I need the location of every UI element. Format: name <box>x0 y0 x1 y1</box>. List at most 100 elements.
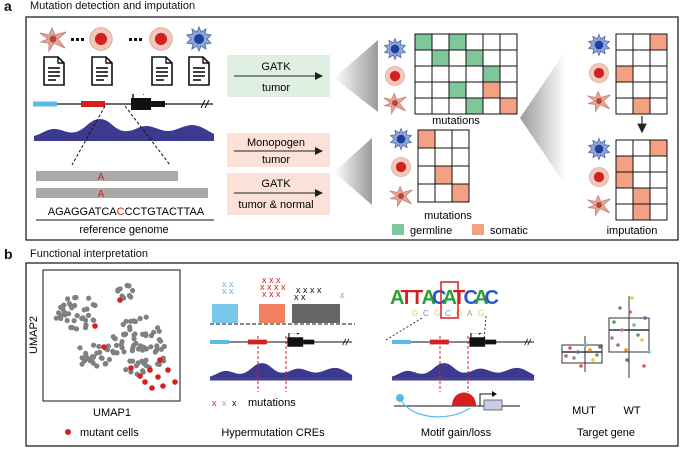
tumor-cell-icon <box>589 167 609 187</box>
gatk-tumor-line2: tumor <box>262 82 290 94</box>
mutant-point <box>117 297 123 303</box>
motif-letter: A <box>390 287 404 309</box>
umap-point <box>79 315 85 321</box>
matrix-cell <box>417 183 436 203</box>
svg-text:x x: x x <box>294 292 306 302</box>
matrix-cell <box>482 65 501 83</box>
immune-cell-icon <box>588 138 610 160</box>
box-point <box>610 336 614 340</box>
tumor-cell-icon <box>89 27 113 51</box>
motif-minor-letter: G <box>478 309 484 318</box>
motif-minor-letter: C <box>445 309 451 318</box>
gatk-tn-line2: tumor & normal <box>238 199 313 211</box>
umap-point <box>58 313 64 319</box>
matrix-cell <box>434 165 453 185</box>
coverage-track <box>34 119 214 141</box>
matrix-cell <box>434 129 453 149</box>
matrix-cell <box>632 155 651 173</box>
matrix-cell <box>649 81 668 99</box>
svg-text:x x x: x x x <box>262 275 281 285</box>
umap-point <box>96 343 102 350</box>
svg-text:x x: x x <box>222 286 234 296</box>
umap-point <box>110 334 116 340</box>
umap-frame <box>42 269 181 402</box>
box-point <box>625 358 629 362</box>
legend-somatic: somatic <box>490 225 528 237</box>
boxplot-points <box>564 296 651 368</box>
umap-point <box>91 342 97 348</box>
reference-genome-label: reference genome <box>79 224 168 236</box>
motif-minor-letter: G <box>434 309 440 318</box>
mutant-point <box>165 367 171 373</box>
hypermutation-label: Hypermutation CREs <box>221 427 325 439</box>
matrix-cell <box>499 49 518 67</box>
umap-point <box>121 349 127 355</box>
umap-point <box>72 302 78 309</box>
mutant-point <box>137 373 143 379</box>
matrix-cell <box>434 183 453 203</box>
umap-point <box>123 331 129 337</box>
box-point <box>584 343 588 347</box>
box-point <box>616 343 620 347</box>
matrix-cell <box>431 33 450 51</box>
matrix-cell <box>448 49 467 67</box>
umap-point <box>106 356 112 363</box>
mutant-point <box>155 374 161 380</box>
zoom-line <box>483 315 487 341</box>
mutant-point <box>149 385 155 391</box>
umap-point <box>131 336 137 342</box>
umap-point <box>64 317 70 324</box>
umap-point <box>79 355 85 361</box>
monopogen-box <box>227 133 330 167</box>
motif-minor-letter: G <box>456 309 462 318</box>
motif-letter: T <box>401 287 413 309</box>
matrix-cell <box>632 203 651 221</box>
matrix-cell <box>649 171 668 189</box>
umap-point <box>119 293 125 299</box>
umap-point <box>91 317 97 323</box>
box-point <box>628 310 632 314</box>
funnel-wedge <box>334 40 378 112</box>
umap-point <box>123 367 129 373</box>
zoom-line <box>71 105 106 166</box>
umap-point <box>94 363 100 369</box>
umap-point <box>155 325 161 331</box>
matrix-cell <box>431 65 450 83</box>
mutation-letter: A <box>98 172 105 183</box>
motif-minor-letter: A <box>467 309 473 318</box>
umap-point <box>118 342 124 348</box>
svg-text:x: x <box>340 290 345 300</box>
box-point <box>588 348 592 352</box>
matrix-cell <box>414 33 433 51</box>
motif-label: Motif gain/loss <box>421 427 492 439</box>
umap-point <box>110 348 116 354</box>
matrix-cell <box>414 65 433 83</box>
umap-point <box>158 346 164 352</box>
box-point <box>612 320 616 324</box>
matrix-cell <box>615 33 634 51</box>
umap-point <box>102 361 108 367</box>
matrix-cell <box>499 81 518 99</box>
matrix-cell <box>615 203 634 221</box>
box-point <box>598 345 602 349</box>
umap-point <box>128 369 134 375</box>
fibroblast-cell-icon <box>587 91 611 112</box>
box-point <box>642 364 646 368</box>
umap-point <box>143 357 149 363</box>
germline-swatch <box>392 224 404 235</box>
tf-binding-icon <box>452 392 476 406</box>
umap-point <box>130 345 136 351</box>
imputation-matrix-after <box>615 139 668 221</box>
matrix-cell <box>615 139 634 157</box>
matrix-cell <box>632 97 651 115</box>
box-point <box>564 354 568 358</box>
gatk-tumor-normal-box <box>227 173 330 215</box>
panel-b-title: Functional interpretation <box>30 248 149 260</box>
umap-point <box>151 329 157 335</box>
matrix-cell <box>632 33 651 51</box>
matrix-cell <box>448 33 467 51</box>
mutant-point <box>172 379 178 385</box>
panel-a-letter: a <box>4 0 12 14</box>
matrix-cell <box>451 129 470 149</box>
motif-letter: C <box>464 287 478 309</box>
